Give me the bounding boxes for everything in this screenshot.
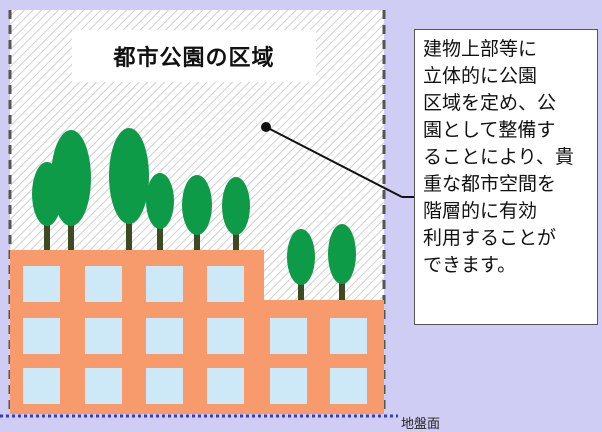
ground-level-label: 地盤面	[401, 417, 441, 432]
building-window	[85, 368, 122, 404]
building-window	[146, 368, 183, 404]
description-line: 重な都市空間を	[423, 173, 557, 195]
building	[10, 250, 384, 414]
description-line: 園として整備す	[423, 119, 556, 141]
description-line: 区域を定め、公	[423, 92, 557, 114]
building-window	[85, 318, 122, 354]
park-area-title: 都市公園の区域	[72, 30, 316, 82]
building-window	[23, 368, 60, 404]
building-window	[270, 318, 307, 354]
building-window	[23, 266, 60, 302]
building-window	[23, 318, 60, 354]
building-window	[207, 318, 244, 354]
tree-icon	[51, 130, 91, 250]
description-line: できます。	[423, 254, 517, 276]
building-window	[270, 368, 307, 404]
description-line: ることにより、貴	[423, 146, 574, 168]
building-window	[85, 266, 122, 302]
building-window	[207, 368, 244, 404]
building-window	[330, 318, 367, 354]
building-window	[330, 368, 367, 404]
trees	[32, 128, 356, 300]
description-line: 階層的に有効	[423, 200, 538, 222]
description-line: 立体的に公園	[423, 65, 538, 87]
description-line: 建物上部等に	[423, 38, 538, 60]
pointer-line	[261, 122, 414, 198]
tree-icon	[222, 177, 250, 250]
park-area-title-text: 都市公園の区域	[113, 46, 275, 71]
building-window	[207, 266, 244, 302]
description-box: 建物上部等に 立体的に公園 区域を定め、公 園として整備す ることにより、貴 重…	[414, 29, 598, 325]
building-window	[146, 266, 183, 302]
tree-icon	[146, 173, 174, 250]
tree-icon	[182, 175, 212, 250]
tree-icon	[109, 128, 149, 250]
description-line: 利用することが	[423, 227, 557, 249]
tree-icon	[287, 229, 315, 300]
building-window	[146, 318, 183, 354]
tree-icon	[328, 224, 356, 300]
